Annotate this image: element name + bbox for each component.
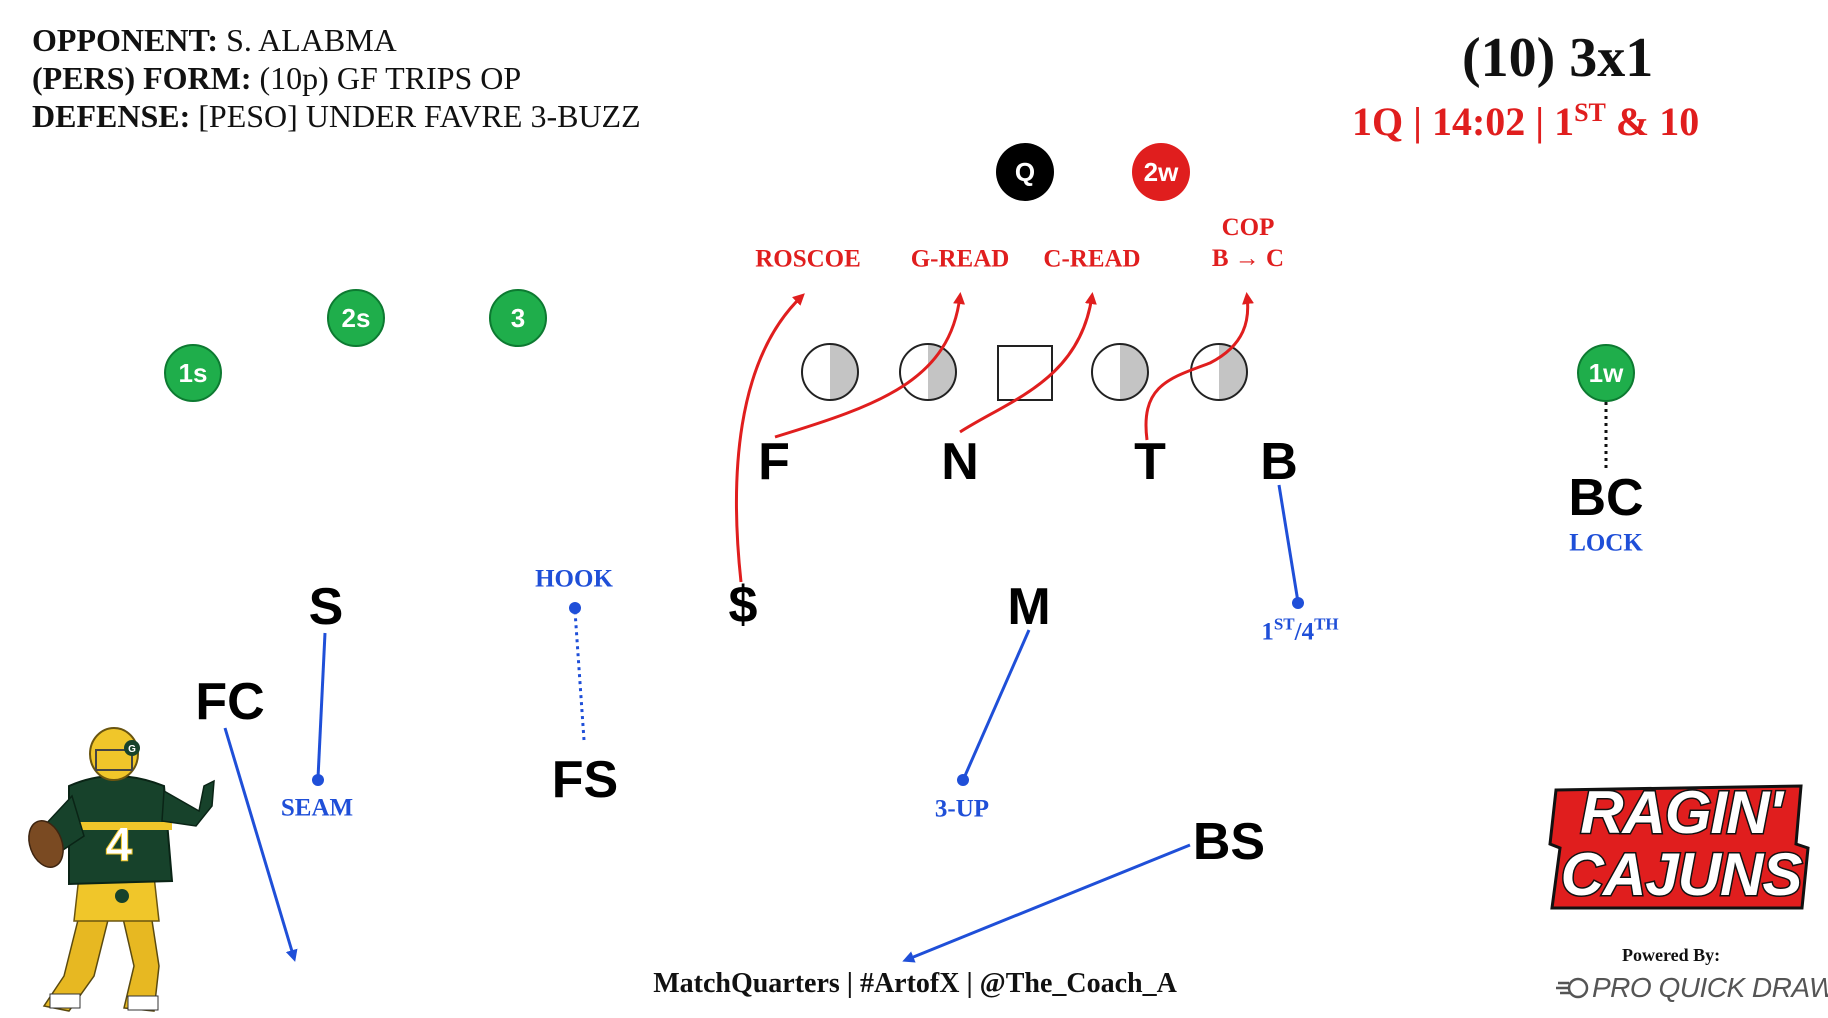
defense-value: [PESO] UNDER FAVRE 3-BUZZ bbox=[198, 98, 641, 134]
hook-label: HOOK bbox=[535, 565, 613, 593]
defender-fc: FC bbox=[195, 673, 265, 731]
left-guard bbox=[899, 343, 957, 401]
left-tackle bbox=[801, 343, 859, 401]
s-drop-point bbox=[312, 774, 324, 786]
pro-quick-draw-brand: PRO QUICK DRAW bbox=[1556, 972, 1828, 1004]
opponent-label: OPPONENT: bbox=[32, 22, 219, 58]
right-tackle bbox=[1190, 343, 1248, 401]
receiver-1s-marker: 1s bbox=[164, 344, 222, 402]
cop-label: COP B → C bbox=[1212, 212, 1284, 275]
seam-label: SEAM bbox=[280, 794, 354, 822]
gread-label: G-READ bbox=[910, 245, 1010, 273]
formation-value: (10p) GF TRIPS OP bbox=[259, 60, 522, 96]
bs-deep-path bbox=[902, 843, 1191, 963]
footer-credits: MatchQuarters | #ArtofX | @The_Coach_A bbox=[653, 968, 1177, 999]
opponent-value: S. ALABMA bbox=[226, 22, 397, 58]
roscoe-label: ROSCOE bbox=[755, 245, 861, 273]
down-and-distance: 1ST & 10 bbox=[1554, 98, 1700, 144]
defense-label: DEFENSE: bbox=[32, 98, 191, 134]
fs-hook-point bbox=[569, 602, 581, 614]
f-gread-path bbox=[774, 292, 966, 439]
receiver-1w-marker: 1w bbox=[1577, 344, 1635, 402]
receiver-2w-marker: 2w bbox=[1132, 143, 1190, 201]
quarterback-marker: Q bbox=[996, 143, 1054, 201]
first-fourth-label: 1ST/4TH bbox=[1261, 614, 1339, 646]
m-drop-point bbox=[957, 774, 969, 786]
center bbox=[997, 345, 1053, 401]
defender-b: B bbox=[1260, 433, 1298, 491]
defender-s: S bbox=[308, 578, 344, 636]
quarterback-photo: 4 G bbox=[28, 727, 215, 1012]
defense-line: DEFENSE: [PESO] UNDER FAVRE 3-BUZZ bbox=[32, 98, 641, 135]
t-cop-path bbox=[1144, 292, 1254, 441]
game-situation: 1Q | 14:02 | 1ST & 10 bbox=[1352, 98, 1700, 144]
defender-n: N bbox=[941, 433, 979, 491]
fs-hook-path bbox=[573, 610, 586, 741]
right-guard bbox=[1091, 343, 1149, 401]
defender-m: M bbox=[1007, 578, 1051, 636]
s-drop-path bbox=[316, 632, 327, 779]
defender-f: F bbox=[758, 433, 790, 491]
play-title: (10) 3x1 bbox=[1462, 27, 1654, 89]
game-clock: 14:02 bbox=[1431, 99, 1526, 144]
ragin-cajuns-logo: RAGIN' CAJUNS bbox=[1546, 779, 1816, 912]
formation-label: (PERS) FORM: bbox=[32, 60, 252, 96]
cread-label: C-READ bbox=[1043, 245, 1141, 273]
pro-quick-draw-icon bbox=[1556, 977, 1589, 999]
logo-line-1: RAGIN' bbox=[1579, 779, 1785, 846]
logo-line-2: CAJUNS bbox=[1559, 841, 1804, 908]
svg-text:G: G bbox=[128, 744, 136, 755]
three-up-label: 3-UP bbox=[934, 795, 990, 823]
logo-backdrop bbox=[1548, 784, 1810, 910]
pro-quick-draw-label: PRO QUICK DRAW bbox=[1592, 972, 1828, 1003]
powered-by-label: Powered By: bbox=[1622, 945, 1721, 965]
dollar-roscoe-path bbox=[735, 293, 805, 583]
svg-text:4: 4 bbox=[106, 819, 133, 872]
defender-dollar: $ bbox=[728, 576, 758, 634]
formation-line: (PERS) FORM: (10p) GF TRIPS OP bbox=[32, 60, 521, 97]
fc-deep-path bbox=[223, 727, 298, 962]
receiver-2s-marker: 2s bbox=[327, 289, 385, 347]
b-drop-point bbox=[1292, 597, 1304, 609]
b-drop-path bbox=[1277, 484, 1300, 603]
lock-label: LOCK bbox=[1569, 529, 1643, 557]
m-drop-path bbox=[962, 629, 1031, 779]
n-cread-path bbox=[959, 292, 1097, 434]
offensive-line bbox=[801, 343, 1248, 401]
defender-fs: FS bbox=[551, 751, 619, 809]
quarter: 1Q bbox=[1352, 99, 1404, 144]
cop-sub-label: B → C bbox=[1211, 245, 1285, 272]
defender-bc: BC bbox=[1568, 469, 1644, 527]
defender-bs: BS bbox=[1192, 813, 1266, 871]
receiver-3-marker: 3 bbox=[489, 289, 547, 347]
opponent-line: OPPONENT: S. ALABMA bbox=[32, 22, 397, 59]
defender-t: T bbox=[1134, 433, 1166, 491]
